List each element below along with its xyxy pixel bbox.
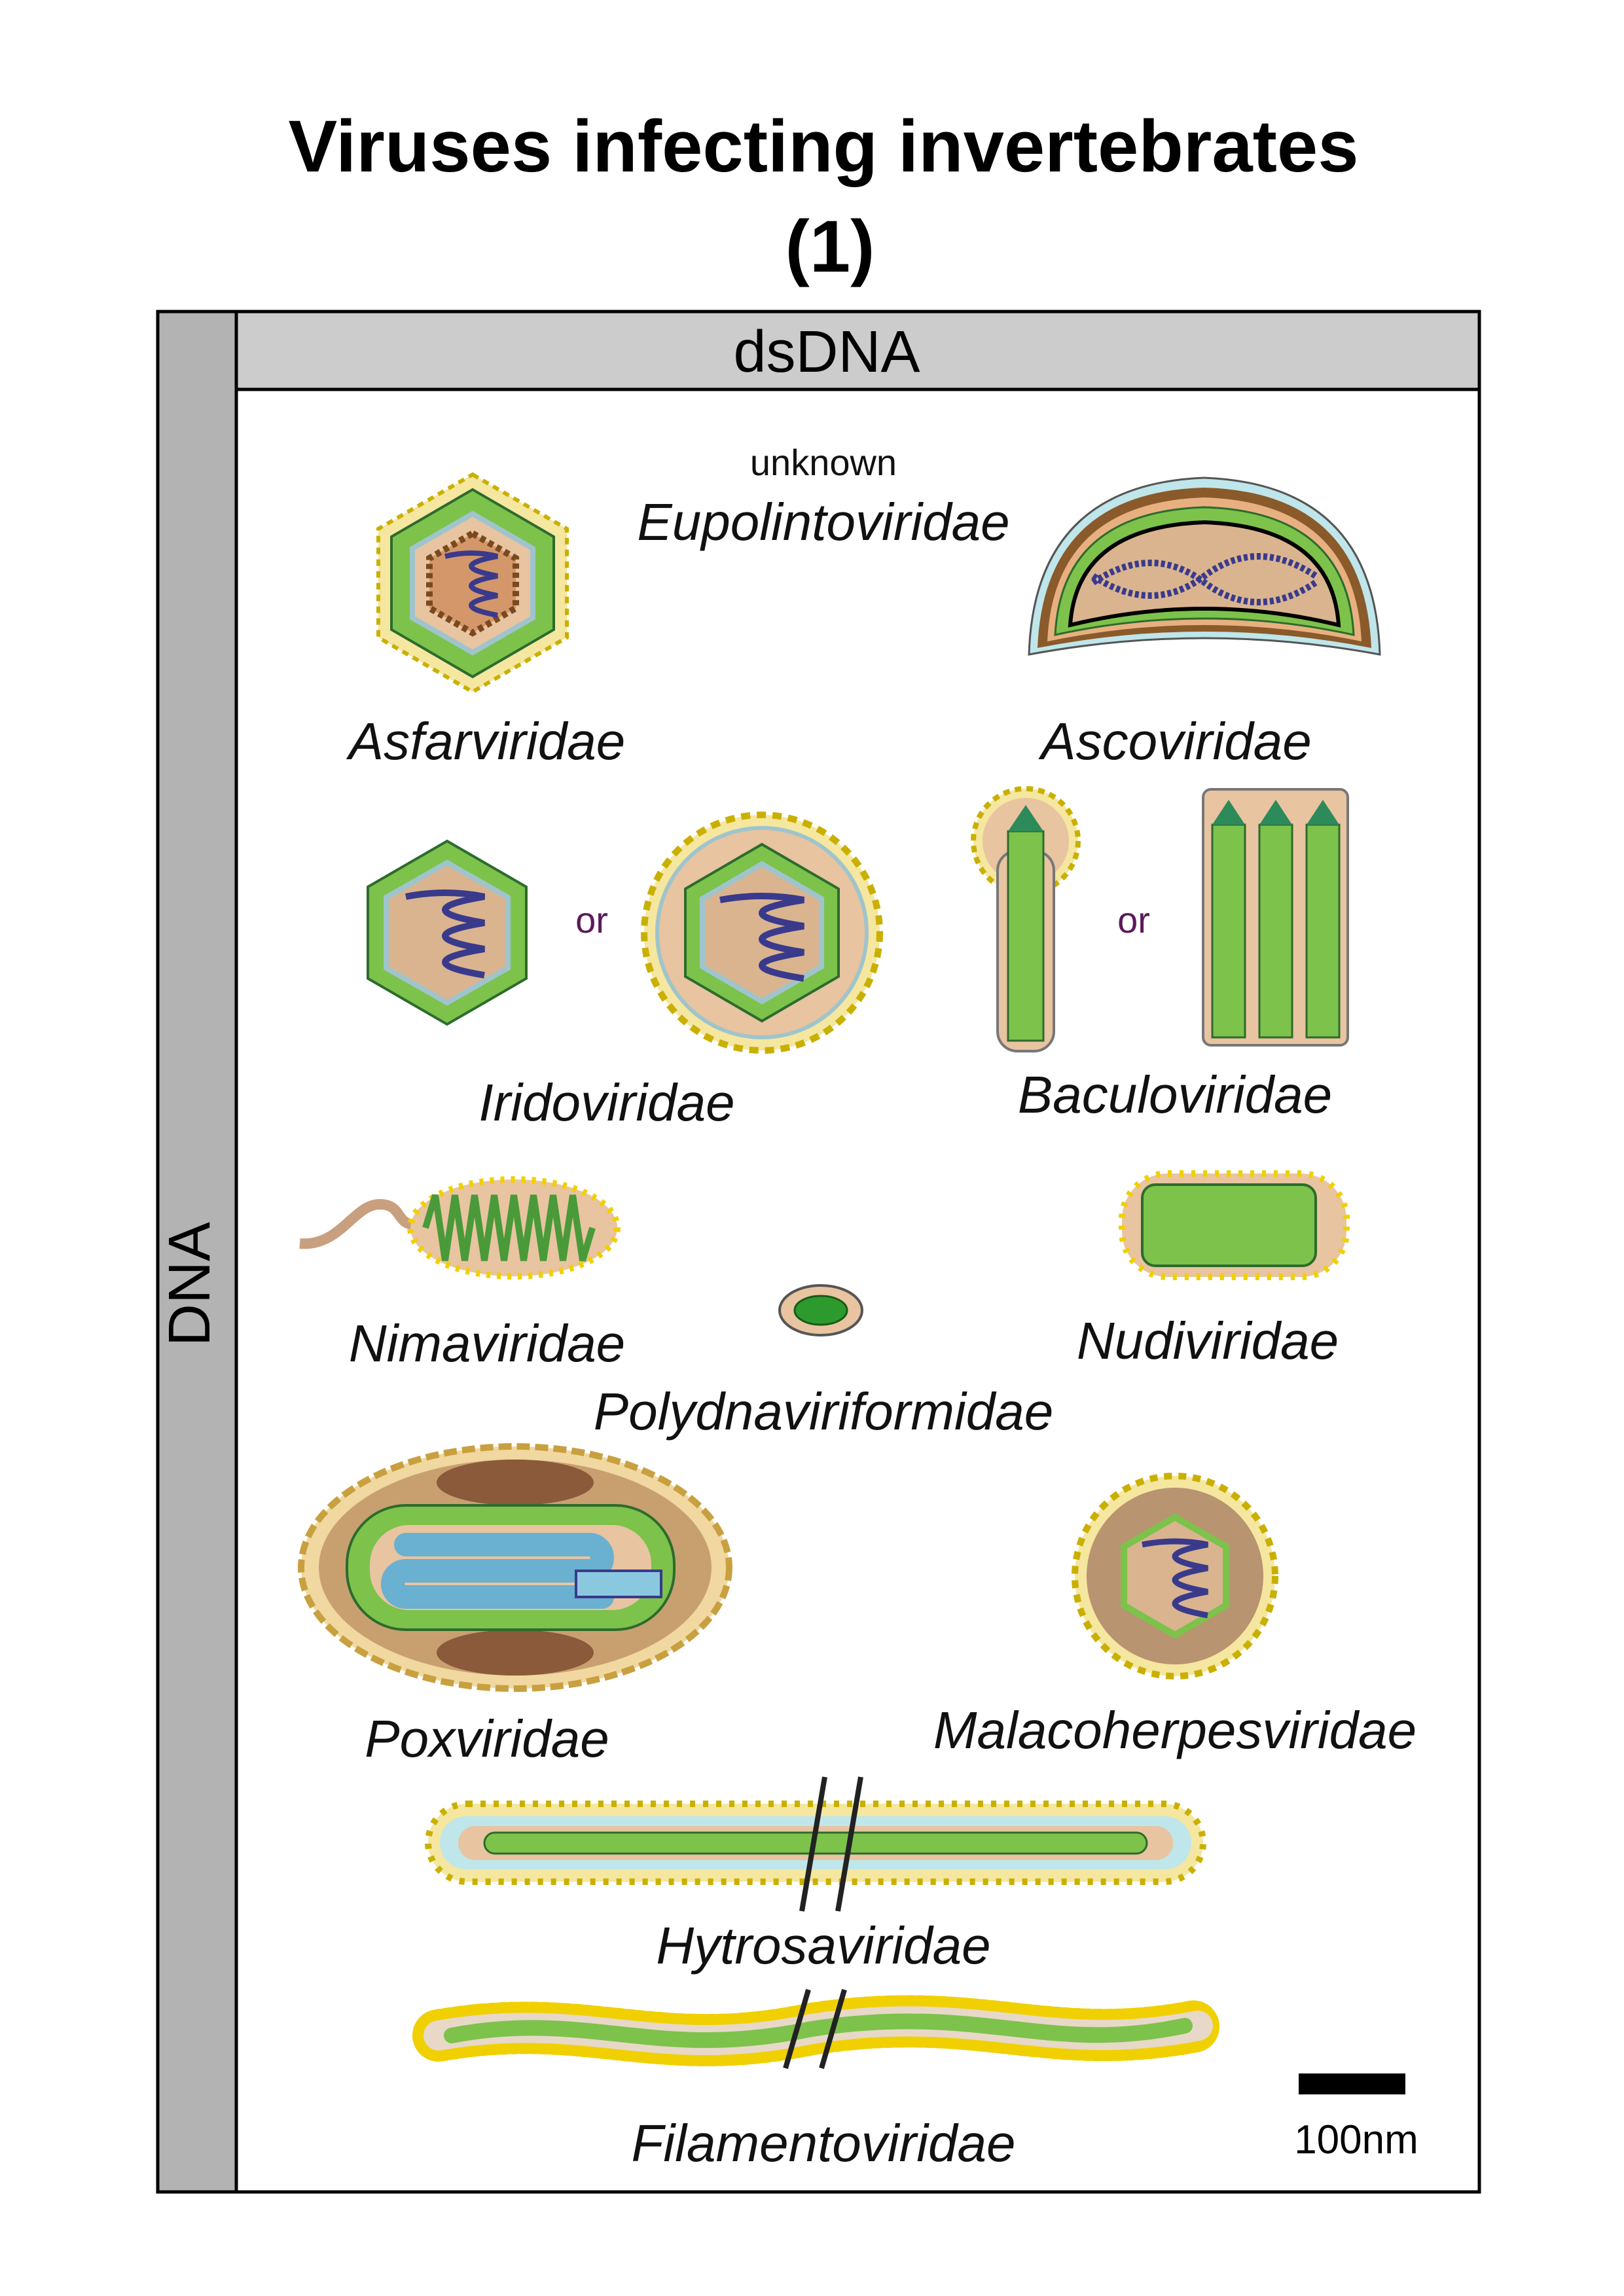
dsdna-header-label: dsDNA	[733, 319, 920, 385]
ascovirus-illustration	[1028, 476, 1381, 656]
poxviridae-label: Poxviridae	[365, 1710, 609, 1768]
filamentovirus-illustration	[412, 1988, 1224, 2070]
baculovirus-illustration-1	[971, 786, 1081, 1052]
poxvirus-illustration	[298, 1443, 732, 1692]
nudivirus-illustration	[1119, 1170, 1350, 1280]
nimaviridae-label: Nimaviridae	[349, 1314, 625, 1372]
asfarvirus-illustration	[376, 472, 569, 694]
dna-group-bar	[156, 310, 238, 2194]
filamentoviridae-label: Filamentoviridae	[632, 2114, 1016, 2172]
or-label-iridoviridae: or	[575, 899, 608, 941]
eupolintoviridae-note: unknown	[750, 442, 897, 483]
dsdna-header	[234, 310, 1481, 391]
hytrosavirus-illustration	[425, 1776, 1206, 1912]
polydnaviriformidae-label: Polydnaviriformidae	[594, 1382, 1054, 1441]
iridovirus-illustration-1	[367, 839, 528, 1026]
malacoherpesviridae-label: Malacoherpesviridae	[933, 1701, 1416, 1759]
iridoviridae-label: Iridoviridae	[478, 1073, 734, 1132]
iridovirus-illustration-2	[641, 812, 883, 1054]
asfarviridae-label: Asfarviridae	[346, 712, 625, 770]
malacoherpesvirus-illustration	[1072, 1473, 1278, 1679]
or-label-baculoviridae: or	[1117, 899, 1150, 941]
baculoviridae-label: Baculoviridae	[1018, 1066, 1332, 1124]
nimavirus-illustration	[299, 1176, 621, 1280]
baculovirus-illustration-2	[1202, 788, 1349, 1047]
polydnavirus-illustration	[778, 1284, 863, 1336]
title-line-1: Viruses infecting invertebrates	[289, 105, 1359, 187]
scale-bar	[1299, 2073, 1405, 2094]
ascoviridae-label: Ascoviridae	[1038, 712, 1312, 770]
hytrosaviridae-label: Hytrosaviridae	[656, 1916, 990, 1975]
title-line-2: (1)	[785, 206, 875, 287]
nudiviridae-label: Nudiviridae	[1077, 1312, 1339, 1370]
scale-bar-label: 100nm	[1294, 2117, 1418, 2162]
dna-group-label: DNA	[157, 1222, 223, 1346]
eupolintoviridae-label: Eupolintoviridae	[637, 493, 1009, 551]
